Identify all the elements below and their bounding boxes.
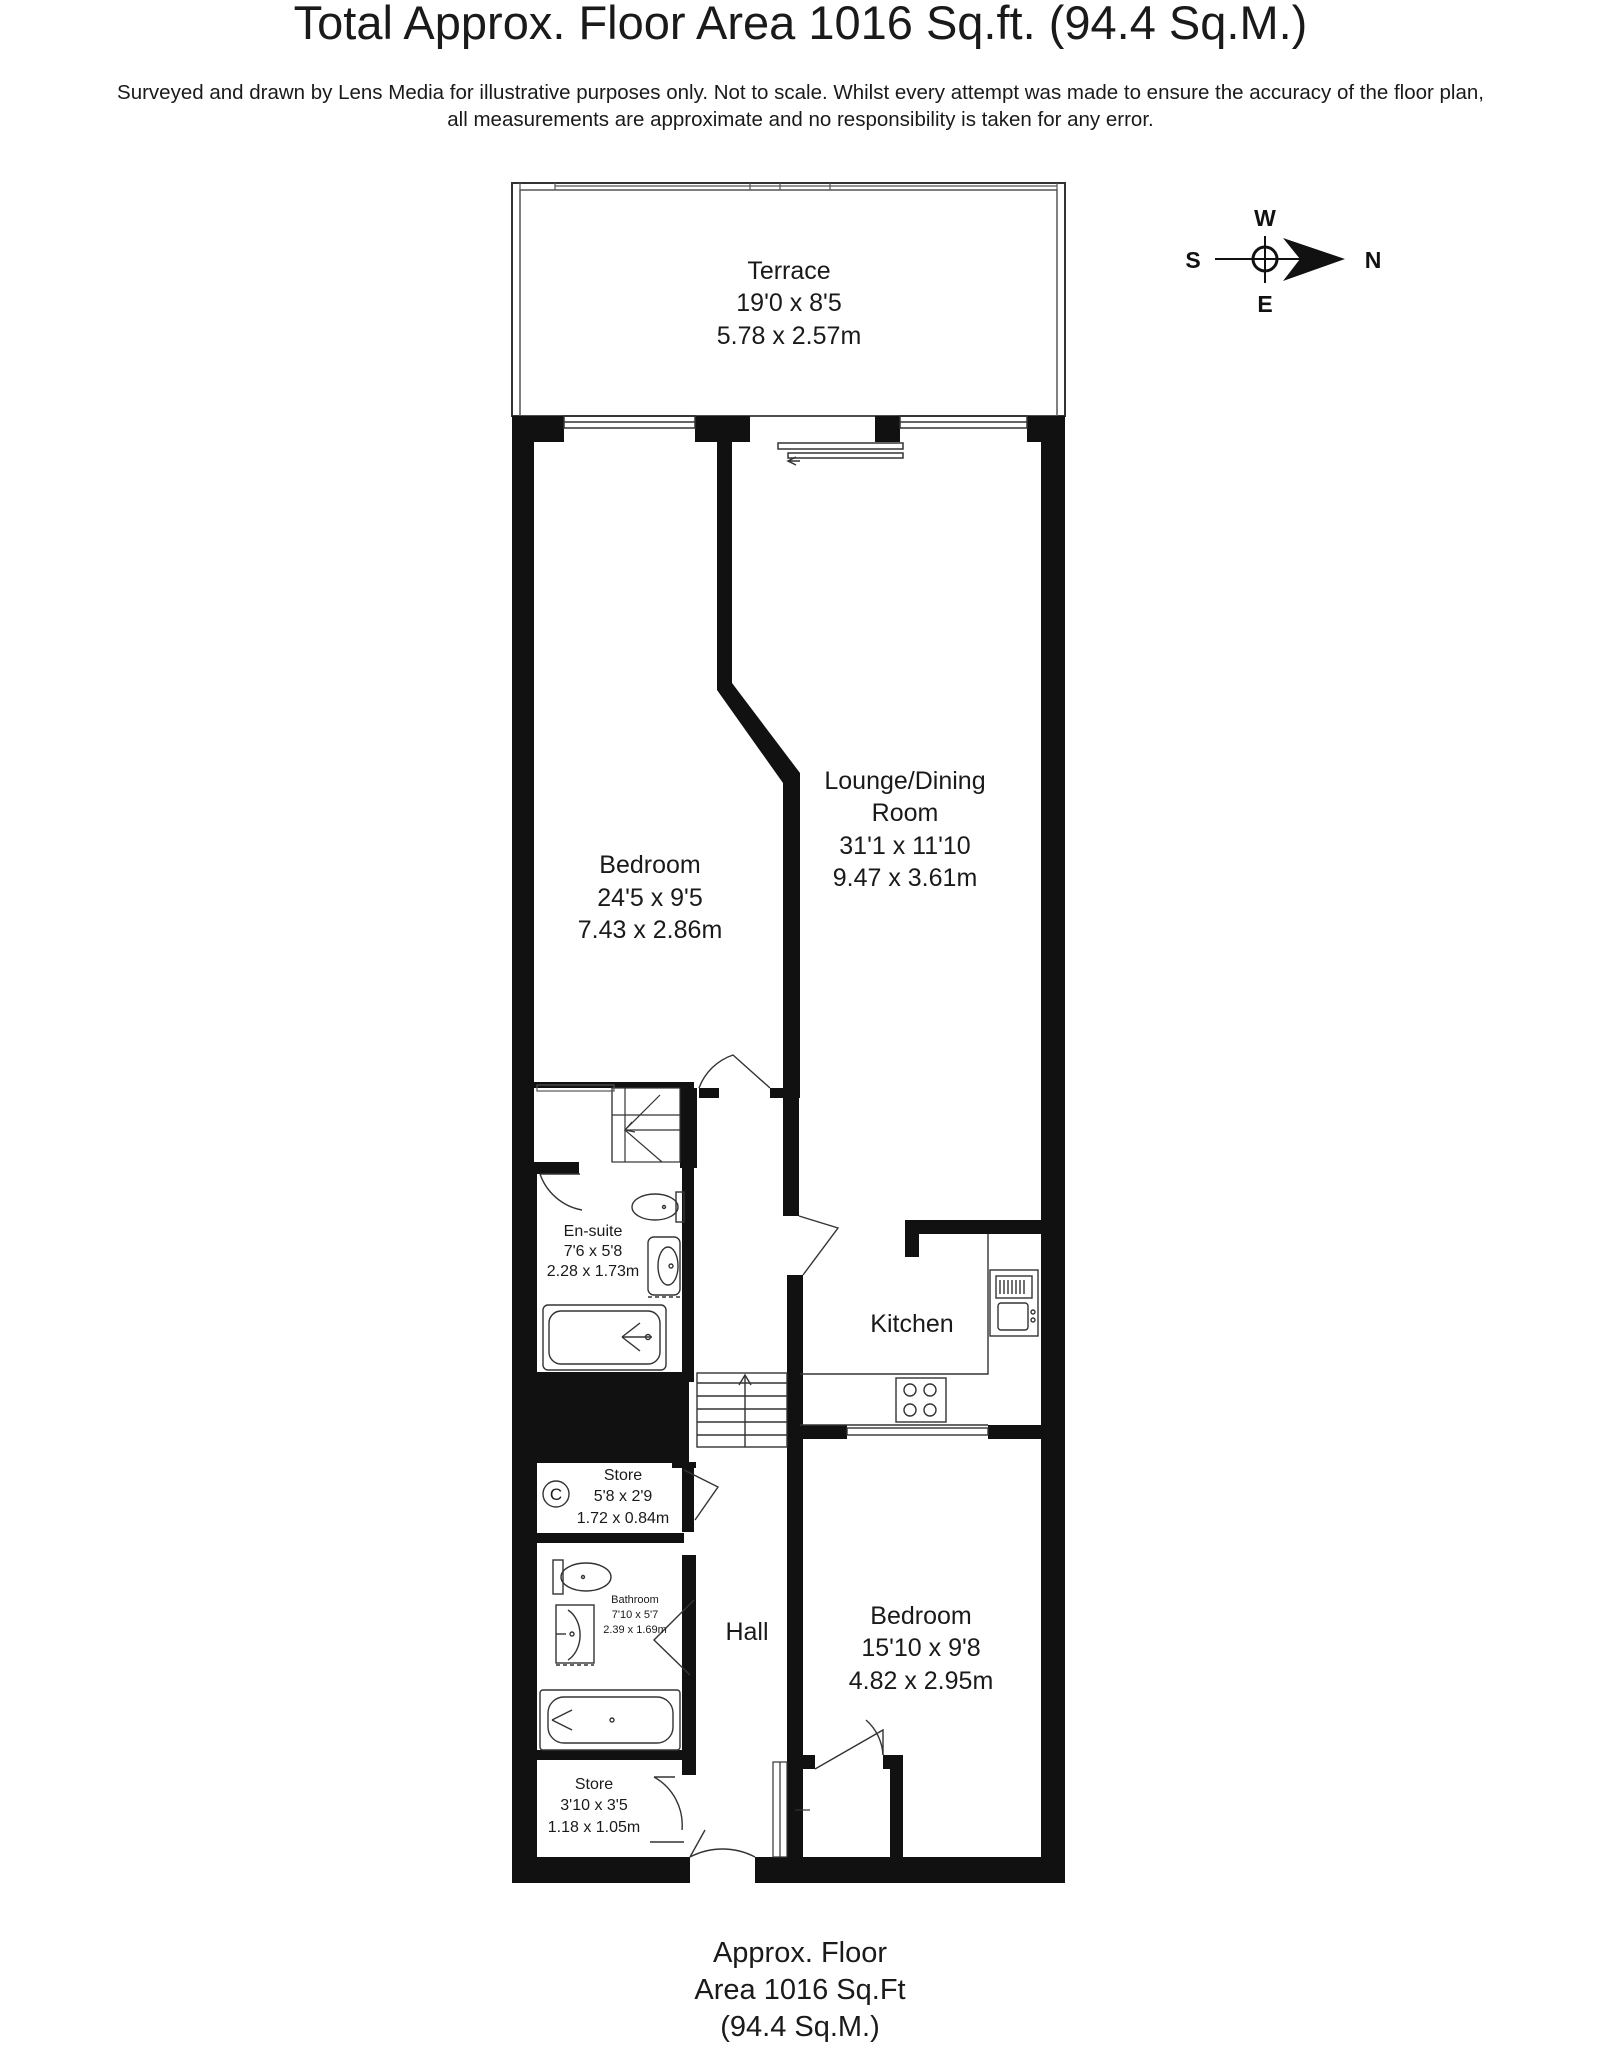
label-lounge: Lounge/Dining Room 31'1 x 11'10 9.47 x 3… bbox=[824, 767, 985, 892]
terrace-railing bbox=[519, 183, 1058, 190]
winder-stairs bbox=[611, 1087, 681, 1163]
ensuite-imperial: 7'6 x 5'8 bbox=[564, 1243, 623, 1260]
hall-name: Hall bbox=[725, 1618, 768, 1646]
lounge-metric: 9.47 x 3.61m bbox=[833, 864, 978, 892]
bedroom-2-name: Bedroom bbox=[870, 1602, 971, 1630]
ensuite-metric: 2.28 x 1.73m bbox=[547, 1263, 640, 1280]
wardrobe bbox=[772, 1761, 810, 1858]
top-windows bbox=[563, 415, 1028, 429]
outer-walls bbox=[512, 416, 1065, 1883]
store-2-metric: 1.18 x 1.05m bbox=[548, 1819, 641, 1836]
bedroom-1-imperial: 24'5 x 9'5 bbox=[597, 884, 702, 912]
bedroom-1-name: Bedroom bbox=[599, 851, 700, 879]
footer-line-2: Area 1016 Sq.Ft bbox=[694, 1974, 906, 2006]
bathroom-name: Bathroom bbox=[611, 1594, 659, 1606]
label-store-2: Store 3'10 x 3'5 1.18 x 1.05m bbox=[548, 1776, 641, 1836]
label-ensuite: En-suite 7'6 x 5'8 2.28 x 1.73m bbox=[547, 1223, 640, 1280]
lounge-door bbox=[798, 1215, 840, 1276]
store-1-metric: 1.72 x 0.84m bbox=[577, 1510, 670, 1527]
store-1-imperial: 5'8 x 2'9 bbox=[594, 1488, 653, 1505]
terrace-name: Terrace bbox=[747, 257, 830, 285]
compass-north: N bbox=[1365, 247, 1382, 273]
compass-east: E bbox=[1257, 291, 1272, 317]
store-1-fixtures bbox=[542, 1469, 720, 1521]
lounge-name-line-2: Room bbox=[872, 799, 939, 827]
ensuite-top-rail bbox=[536, 1084, 615, 1092]
store-2-name: Store bbox=[575, 1776, 613, 1793]
footer-floor-area: Approx. Floor Area 1016 Sq.Ft (94.4 Sq.M… bbox=[560, 1935, 1040, 2046]
compass-west: W bbox=[1254, 205, 1276, 231]
compass: W S N E bbox=[1185, 205, 1381, 317]
terrace-imperial: 19'0 x 8'5 bbox=[736, 289, 841, 317]
store-2-imperial: 3'10 x 3'5 bbox=[560, 1797, 628, 1814]
lounge-name-line-1: Lounge/Dining bbox=[824, 767, 985, 795]
ensuite-name: En-suite bbox=[564, 1223, 623, 1240]
terrace-metric: 5.78 x 2.57m bbox=[717, 322, 862, 350]
bedroom-1-metric: 7.43 x 2.86m bbox=[578, 916, 723, 944]
kitchen-fixtures bbox=[800, 1234, 1039, 1436]
compass-arrow-icon bbox=[1283, 238, 1345, 281]
interior-walls bbox=[534, 416, 1065, 1857]
bathroom-metric: 2.39 x 1.69m bbox=[603, 1624, 667, 1636]
store-1-name: Store bbox=[604, 1467, 642, 1484]
lounge-imperial: 31'1 x 11'10 bbox=[839, 832, 970, 860]
disclaimer-line-2: all measurements are approximate and no … bbox=[447, 108, 1154, 131]
store-1-cupboard-mark: C bbox=[550, 1485, 562, 1504]
label-bedroom-2: Bedroom 15'10 x 9'8 4.82 x 2.95m bbox=[849, 1602, 994, 1695]
bathroom-fixtures bbox=[539, 1559, 695, 1751]
compass-south: S bbox=[1185, 247, 1200, 273]
disclaimer: Surveyed and drawn by Lens Media for ill… bbox=[0, 79, 1601, 133]
label-store-1: C Store 5'8 x 2'9 1.72 x 0.84m bbox=[550, 1467, 669, 1527]
sliding-door bbox=[777, 442, 904, 466]
label-bathroom: Bathroom 7'10 x 5'7 2.39 x 1.69m bbox=[603, 1594, 667, 1636]
kitchen-name: Kitchen bbox=[870, 1310, 953, 1338]
entrance-door bbox=[689, 1829, 756, 1858]
bedroom-2-metric: 4.82 x 2.95m bbox=[849, 1667, 994, 1695]
label-bedroom-1: Bedroom 24'5 x 9'5 7.43 x 2.86m bbox=[578, 851, 723, 944]
footer-line-1: Approx. Floor bbox=[712, 1937, 888, 1969]
bedroom-2-door bbox=[814, 1719, 884, 1770]
ensuite-fixtures bbox=[539, 1173, 685, 1371]
label-terrace: Terrace 19'0 x 8'5 5.78 x 2.57m bbox=[717, 257, 862, 350]
terrace bbox=[511, 182, 1066, 417]
bedroom-1-door bbox=[698, 1054, 771, 1089]
bedroom-2-imperial: 15'10 x 9'8 bbox=[861, 1634, 980, 1662]
store-2-fixtures bbox=[650, 1776, 684, 1843]
page-title: Total Approx. Floor Area 1016 Sq.ft. (94… bbox=[293, 0, 1308, 49]
disclaimer-line-1: Surveyed and drawn by Lens Media for ill… bbox=[117, 81, 1484, 104]
footer-line-3: (94.4 Sq.M.) bbox=[720, 2011, 880, 2043]
staircase bbox=[696, 1372, 788, 1448]
bathroom-imperial: 7'10 x 5'7 bbox=[612, 1609, 658, 1621]
